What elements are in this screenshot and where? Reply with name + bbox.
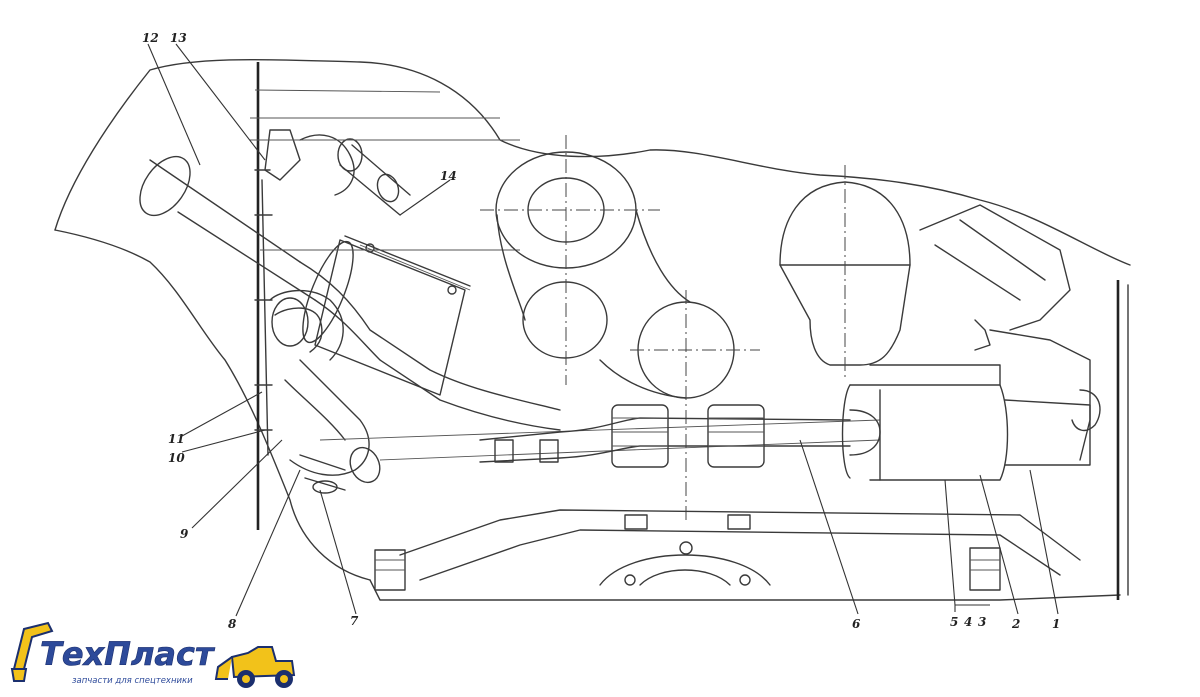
callout-8: 8	[228, 617, 237, 631]
callout-11: 11	[168, 432, 185, 446]
exhaust-pipe	[139, 155, 561, 431]
belt-drive	[480, 135, 760, 520]
callout-4: 4	[964, 615, 972, 629]
callout-12: 12	[142, 31, 159, 45]
brand-tagline: запчасти для спецтехники	[72, 676, 193, 686]
callout-6: 6	[852, 617, 861, 631]
callout-10: 10	[168, 451, 185, 465]
excavator-arm-icon	[10, 621, 54, 682]
lower-frame	[374, 509, 1081, 591]
guide-lines	[250, 89, 881, 461]
callout-5: 5	[950, 615, 958, 629]
callout-2: 2	[1011, 617, 1020, 631]
callout-13: 13	[170, 31, 187, 45]
callout-7: 7	[350, 614, 359, 628]
brand-logo: ТехПласт запчасти для спецтехники	[10, 621, 296, 688]
muffler	[302, 235, 471, 396]
right-machinery	[919, 204, 1101, 461]
mounts	[494, 404, 765, 530]
body-outline	[54, 58, 1131, 601]
pipe-elbow	[269, 289, 381, 494]
upper-tank	[779, 165, 911, 380]
callout-3: 3	[978, 615, 986, 629]
top-clamps	[264, 129, 411, 216]
canister	[841, 364, 1091, 481]
callouts: 12 13 14 11 10 9 8 7 6 5 4 3 2 1	[142, 31, 1060, 631]
callout-1: 1	[1052, 617, 1060, 631]
leader-lines	[147, 43, 1059, 617]
brand-name: ТехПласт	[40, 635, 216, 673]
callout-14: 14	[440, 169, 457, 183]
loader-icon	[214, 646, 296, 688]
callout-9: 9	[180, 527, 189, 541]
